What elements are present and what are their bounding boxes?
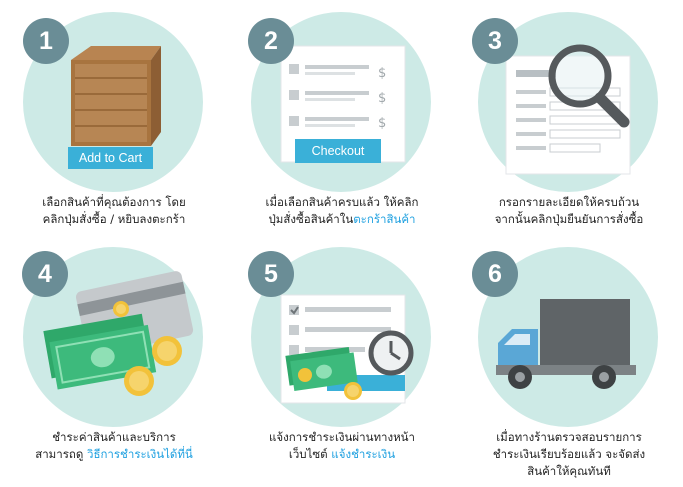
payment-methods-link[interactable]: วิธีการชำระเงินได้ที่นี่ xyxy=(86,447,193,461)
add-to-cart-button[interactable]: Add to Cart xyxy=(68,147,153,169)
checkout-label: Checkout xyxy=(311,144,365,158)
step-number-badge: 5 xyxy=(248,251,294,297)
step-caption: กรอกรายละเอียดให้ครบถ้วน จากนั้นคลิกปุ่ม… xyxy=(455,194,683,228)
price-symbol: $ xyxy=(378,66,387,81)
caption-line: จากนั้นคลิกปุ่มยืนยันการสั่งซื้อ xyxy=(494,212,644,226)
step-4: 4 ชำระค่าสินค้าและบริการ สามารถดู วิธีกา… xyxy=(0,243,228,486)
caption-line: เลือกสินค้าที่คุณต้องการ โดย xyxy=(42,195,186,209)
caption-line: คลิกปุ่มสั่งซื้อ / หยิบลงตะกร้า xyxy=(42,212,186,226)
delivery-truck-icon xyxy=(496,299,636,389)
caption-line: สินค้าให้คุณทันที xyxy=(527,464,611,478)
step-caption: แจ้งการชำระเงินผ่านทางหน้า เว็บไซต์ แจ้ง… xyxy=(228,429,456,463)
price-symbol: $ xyxy=(378,116,387,131)
price-symbol: $ xyxy=(378,91,387,106)
step-2: 2 $ $ $ Checkout เมื่อเลือกสินค้าครบแล้ว… xyxy=(228,0,456,243)
caption-line: เมื่อเลือกสินค้าครบแล้ว ให้คลิก xyxy=(265,195,419,209)
add-to-cart-label: Add to Cart xyxy=(78,151,143,165)
step-number-badge: 2 xyxy=(248,18,294,64)
wooden-crate-icon xyxy=(71,46,161,146)
checkout-button[interactable]: Checkout xyxy=(295,139,381,163)
caption-line: แจ้งการชำระเงินผ่านทางหน้า xyxy=(269,430,415,444)
caption-line: เมื่อทางร้านตรวจสอบรายการ xyxy=(496,430,642,444)
step-1: 1 Add to Cart เลือกสินค้าที่คุณต้องการ โ… xyxy=(0,0,228,243)
caption-line: ปุ่มสั่งซื้อสินค้าในตะกร้าสินค้า xyxy=(268,212,416,226)
cart-link[interactable]: ตะกร้าสินค้า xyxy=(353,212,416,226)
payment-notify-link[interactable]: แจ้งชำระเงิน xyxy=(331,447,396,461)
step-number-badge: 3 xyxy=(472,18,518,64)
step-caption: เมื่อเลือกสินค้าครบแล้ว ให้คลิก ปุ่มสั่ง… xyxy=(228,194,456,228)
step-caption: เมื่อทางร้านตรวจสอบรายการ ชำระเงินเรียบร… xyxy=(455,429,683,480)
caption-line: ชำระเงินเรียบร้อยแล้ว จะจัดส่ง xyxy=(492,447,646,461)
step-caption: ชำระค่าสินค้าและบริการ สามารถดู วิธีการช… xyxy=(0,429,228,463)
step-number-badge: 1 xyxy=(23,18,69,64)
caption-line: สามารถดู วิธีการชำระเงินได้ที่นี่ xyxy=(35,447,193,461)
card-cash-coins-icon xyxy=(43,271,194,396)
step-3: 3 กรอกรายละเอียดให้ครบถ้วน จากนั้นคลิกปุ… xyxy=(455,0,683,243)
step-caption: เลือกสินค้าที่คุณต้องการ โดย คลิกปุ่มสั่… xyxy=(0,194,228,228)
magnifier-form-icon xyxy=(505,44,631,175)
caption-line: กรอกรายละเอียดให้ครบถ้วน xyxy=(498,195,640,209)
step-number-badge: 6 xyxy=(472,251,518,297)
caption-line: ชำระค่าสินค้าและบริการ xyxy=(52,430,176,444)
step-6: 6 เมื่อทางร้านตรวจสอบรายการ ชำระเงินเรีย… xyxy=(455,243,683,486)
step-5: 5 แจ้งการชำระเงินผ่านทางหน้า เว็บไซต์ แจ… xyxy=(228,243,456,486)
payment-notify-icon xyxy=(280,294,414,404)
step-number-badge: 4 xyxy=(22,251,68,297)
caption-line: เว็บไซต์ แจ้งชำระเงิน xyxy=(288,447,396,461)
